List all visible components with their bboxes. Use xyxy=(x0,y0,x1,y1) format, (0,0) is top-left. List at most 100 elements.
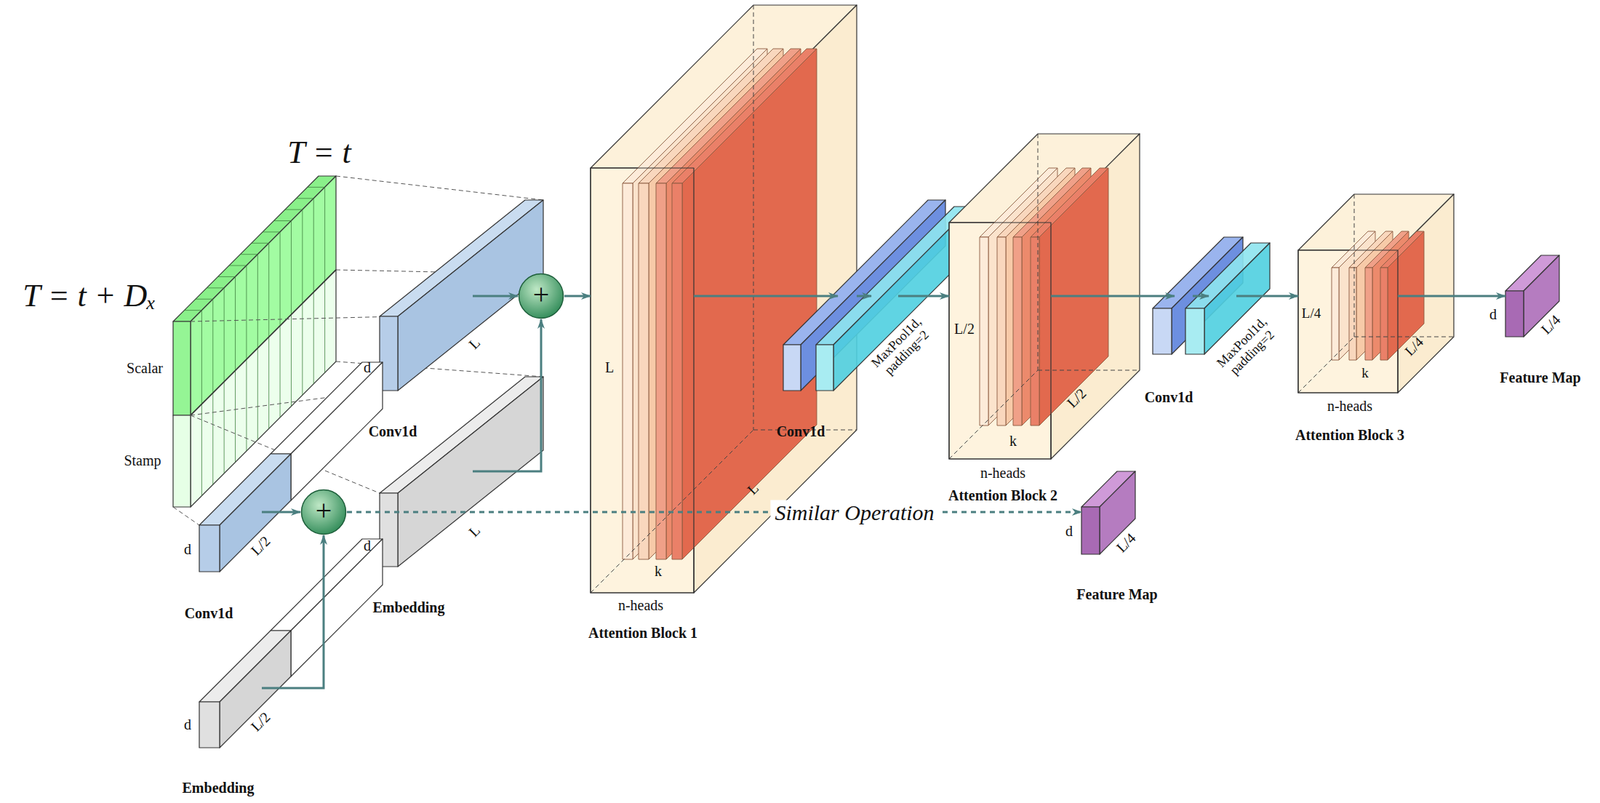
dimension-label: n-heads xyxy=(980,464,1026,481)
attention-box-edge xyxy=(590,168,694,593)
slice-line xyxy=(273,220,291,222)
flow-arrow xyxy=(1236,295,1299,298)
block-title: Conv1d xyxy=(1144,389,1194,406)
head-plane xyxy=(638,183,649,560)
head-plane xyxy=(1365,267,1373,360)
dimension-label: L xyxy=(605,359,614,376)
block-title: Attention Block 1 xyxy=(588,624,698,641)
dimension-label: L/4 xyxy=(1402,334,1427,359)
dimension-label: d xyxy=(184,541,192,558)
input-tensor: ScalarStamp xyxy=(173,321,191,507)
dimension-label: L/2 xyxy=(1063,384,1089,411)
block-title: Attention Block 2 xyxy=(948,487,1058,504)
hidden-edge xyxy=(1298,336,1355,393)
conv-block: dL/2Conv1d xyxy=(240,503,262,521)
dimension-label: d xyxy=(184,716,192,733)
dimension-label: d xyxy=(1489,306,1497,323)
head-plane xyxy=(979,237,989,426)
dimension-label: n-heads xyxy=(618,597,664,614)
adder-circle: + xyxy=(300,488,347,536)
adder-circle-outline xyxy=(519,274,564,319)
feature-map xyxy=(1505,290,1524,337)
flow-arrow xyxy=(472,295,518,298)
dimension-label: Stamp xyxy=(123,452,161,469)
block-title: Conv1d xyxy=(776,423,826,440)
time-label: T = t xyxy=(287,135,352,171)
projection-line xyxy=(190,316,398,322)
adder-symbol: + xyxy=(315,494,333,527)
slice-line xyxy=(229,265,247,267)
slice-line xyxy=(257,254,259,440)
head-plane xyxy=(656,183,667,560)
attention-box-edge xyxy=(949,222,1051,459)
slice-line xyxy=(324,186,326,373)
flow-arrow xyxy=(898,295,950,298)
block-title: Embedding xyxy=(373,599,446,616)
feature-map-block: dL/4Feature Map xyxy=(1081,506,1100,555)
head-plane xyxy=(622,183,633,560)
flow-arrow xyxy=(856,295,872,298)
head-plane xyxy=(1331,267,1339,360)
attention-block: LkLn-headsAttention Block 1 xyxy=(590,168,694,593)
slice-line xyxy=(240,253,258,255)
conv-bar xyxy=(783,344,801,391)
hidden-edge xyxy=(1354,194,1355,337)
dimension-label: L/4 xyxy=(1112,529,1139,555)
head-plane xyxy=(682,48,817,560)
slice-line xyxy=(195,298,214,300)
embedding-bar-outline xyxy=(290,538,383,677)
conv-bar xyxy=(1152,308,1172,355)
head-plane xyxy=(1349,267,1357,360)
slice-line xyxy=(307,186,326,188)
slice-line xyxy=(184,309,202,311)
flow-arrow xyxy=(693,295,838,298)
slice-line xyxy=(285,209,303,211)
maxpool-bar xyxy=(1185,308,1205,355)
maxpool-bar xyxy=(816,344,834,391)
dimension-label: k xyxy=(1361,365,1369,382)
dimension-label: L xyxy=(465,334,483,352)
hidden-edge xyxy=(1037,370,1140,371)
dimension-label: L xyxy=(465,522,483,540)
adder-symbol: + xyxy=(533,278,550,311)
conv-block: Conv1d xyxy=(1174,290,1193,306)
hidden-edge xyxy=(1037,133,1039,371)
embedding-block: dLEmbedding xyxy=(436,458,473,484)
flow-arrow xyxy=(1192,295,1209,298)
attention-box xyxy=(949,222,1051,459)
conv-bar xyxy=(199,525,220,572)
dimension-label: MaxPool1d, padding=2 xyxy=(861,306,944,390)
flow-arrow xyxy=(564,295,591,298)
dimension-label: L/4 xyxy=(1537,311,1563,337)
flow-arrow xyxy=(1050,295,1175,298)
conv-block: Conv1d xyxy=(837,293,857,310)
embedding-block: dL/2Embedding xyxy=(240,679,262,697)
dimension-label: L xyxy=(744,480,762,498)
tensor-scalar-front xyxy=(173,321,191,416)
slice-line xyxy=(190,269,336,416)
slice-line xyxy=(224,288,225,474)
dimension-label: L/2 xyxy=(247,708,273,734)
dimension-label: d xyxy=(1065,522,1073,539)
slice-line xyxy=(296,197,314,199)
flow-arrow xyxy=(261,535,324,688)
dimension-label: d xyxy=(363,359,371,376)
block-title: Feature Map xyxy=(1076,586,1158,603)
slice-line xyxy=(313,198,315,384)
projection-line xyxy=(173,506,200,526)
block-title: Conv1d xyxy=(368,423,418,440)
block-title: Attention Block 3 xyxy=(1295,426,1405,443)
hidden-edge xyxy=(949,370,1038,459)
dimension-label: L/2 xyxy=(247,532,273,558)
slice-line xyxy=(206,287,224,288)
attention-box xyxy=(590,168,694,593)
slice-line xyxy=(262,231,280,232)
block-title: Conv1d xyxy=(184,605,234,622)
attention-box-edge xyxy=(1298,250,1398,393)
slice-line xyxy=(245,265,247,451)
hidden-edge xyxy=(1354,336,1454,338)
slice-line xyxy=(234,276,236,462)
dimension-label: k xyxy=(1009,432,1017,449)
slice-line xyxy=(251,242,270,244)
